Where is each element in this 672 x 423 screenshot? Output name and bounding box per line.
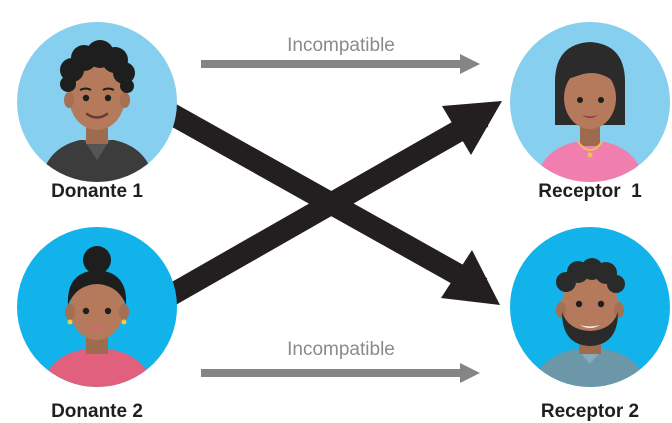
incompatible-label-bottom: Incompatible [287,339,395,360]
donor-1: Donante 1 [17,22,177,202]
recipient-2: Receptor 2 [510,227,670,422]
donor-2-label: Donante 2 [51,401,143,422]
recipient-2-label: Receptor 2 [541,401,639,422]
incompatible-arrow-bottom [201,363,480,383]
donor-1-label: Donante 1 [51,181,143,202]
cross-arrow-donor1-to-recipient2 [144,92,500,305]
recipient-1-label: Receptor 1 [538,181,642,202]
incompatible-arrow-top [201,54,480,74]
recipient-1: Receptor 1 [510,22,670,202]
recipient-1-avatar-icon [535,42,645,182]
cross-arrow-donor2-to-recipient1 [144,101,502,317]
donor-1-avatar-icon [40,40,155,182]
incompatible-label-top: Incompatible [287,35,395,56]
donor-2: Donante 2 [17,227,177,422]
